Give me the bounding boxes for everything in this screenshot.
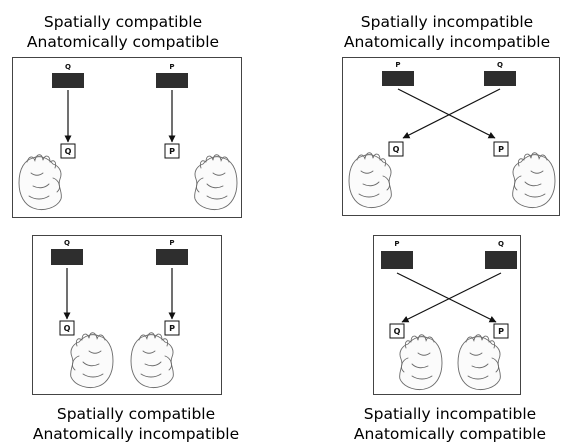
stimulus-box xyxy=(156,73,188,88)
response-key xyxy=(60,143,76,159)
response-key-label: P xyxy=(498,327,504,336)
diagram-bottom-left: Q P Q P xyxy=(51,239,188,388)
stimulus-label: P xyxy=(395,61,400,69)
response-key xyxy=(164,320,180,336)
response-key-label: P xyxy=(498,145,504,154)
response-key-label: Q xyxy=(65,147,72,156)
response-key-label: P xyxy=(169,324,175,333)
stimulus-box xyxy=(51,249,83,265)
caption-top-right: Spatially incompatible Anatomically inco… xyxy=(317,12,575,52)
caption-line: Spatially compatible xyxy=(56,405,216,423)
caption-line: Spatially incompatible xyxy=(360,13,534,31)
response-key xyxy=(388,141,404,157)
response-key xyxy=(164,143,180,159)
caption-top-left: Spatially compatible Anatomically compat… xyxy=(0,12,253,52)
caption-line: Anatomically incompatible xyxy=(343,33,551,51)
response-key xyxy=(59,320,75,336)
arrow xyxy=(397,88,496,139)
panel-top-left: Q P Q P xyxy=(12,57,242,218)
diagram-top-right: P Q Q P xyxy=(348,61,556,208)
right-hand-icon xyxy=(512,152,556,208)
response-key-label: Q xyxy=(393,145,400,154)
arrow xyxy=(401,272,502,323)
stimulus-label: Q xyxy=(498,240,504,248)
panel-top-right: P Q Q P xyxy=(342,57,560,216)
panel-bottom-right: P Q Q P xyxy=(373,235,521,395)
left-hand-icon xyxy=(457,334,501,390)
diagram-bottom-right: P Q Q P xyxy=(381,240,517,390)
stimulus-label: P xyxy=(169,63,174,71)
right-hand-icon xyxy=(194,154,238,210)
stimulus-box xyxy=(484,71,516,86)
stimulus-label: Q xyxy=(497,61,503,69)
caption-line: Spatially compatible xyxy=(43,13,203,31)
stimulus-box xyxy=(382,71,414,86)
left-hand-icon xyxy=(130,332,174,388)
caption-bottom-left: Spatially compatible Anatomically incomp… xyxy=(6,404,266,444)
stimulus-label: Q xyxy=(65,63,71,71)
stimulus-box xyxy=(52,73,84,88)
arrow xyxy=(396,272,497,323)
stimulus-label: P xyxy=(169,239,174,247)
left-hand-icon xyxy=(18,154,62,210)
caption-line: Anatomically compatible xyxy=(353,425,547,443)
response-key-label: Q xyxy=(64,324,71,333)
stimulus-label: Q xyxy=(64,239,70,247)
response-key-label: Q xyxy=(394,327,401,336)
caption-bottom-right: Spatially incompatible Anatomically comp… xyxy=(320,404,575,444)
response-key xyxy=(493,141,509,157)
diagram-top-left: Q P Q P xyxy=(18,63,238,210)
arrow xyxy=(402,88,501,139)
response-key-label: P xyxy=(169,147,175,156)
stimulus-label: P xyxy=(394,240,399,248)
caption-line: Spatially incompatible xyxy=(363,405,537,423)
stimulus-box xyxy=(381,251,413,269)
response-key xyxy=(493,323,509,339)
left-hand-icon xyxy=(348,152,392,208)
stimulus-box xyxy=(485,251,517,269)
stimulus-box xyxy=(156,249,188,265)
right-hand-icon xyxy=(399,334,443,390)
panel-bottom-left: Q P Q P xyxy=(32,235,222,395)
caption-line: Anatomically compatible xyxy=(26,33,220,51)
right-hand-icon xyxy=(70,332,114,388)
response-key xyxy=(389,323,405,339)
caption-line: Anatomically incompatible xyxy=(32,425,240,443)
